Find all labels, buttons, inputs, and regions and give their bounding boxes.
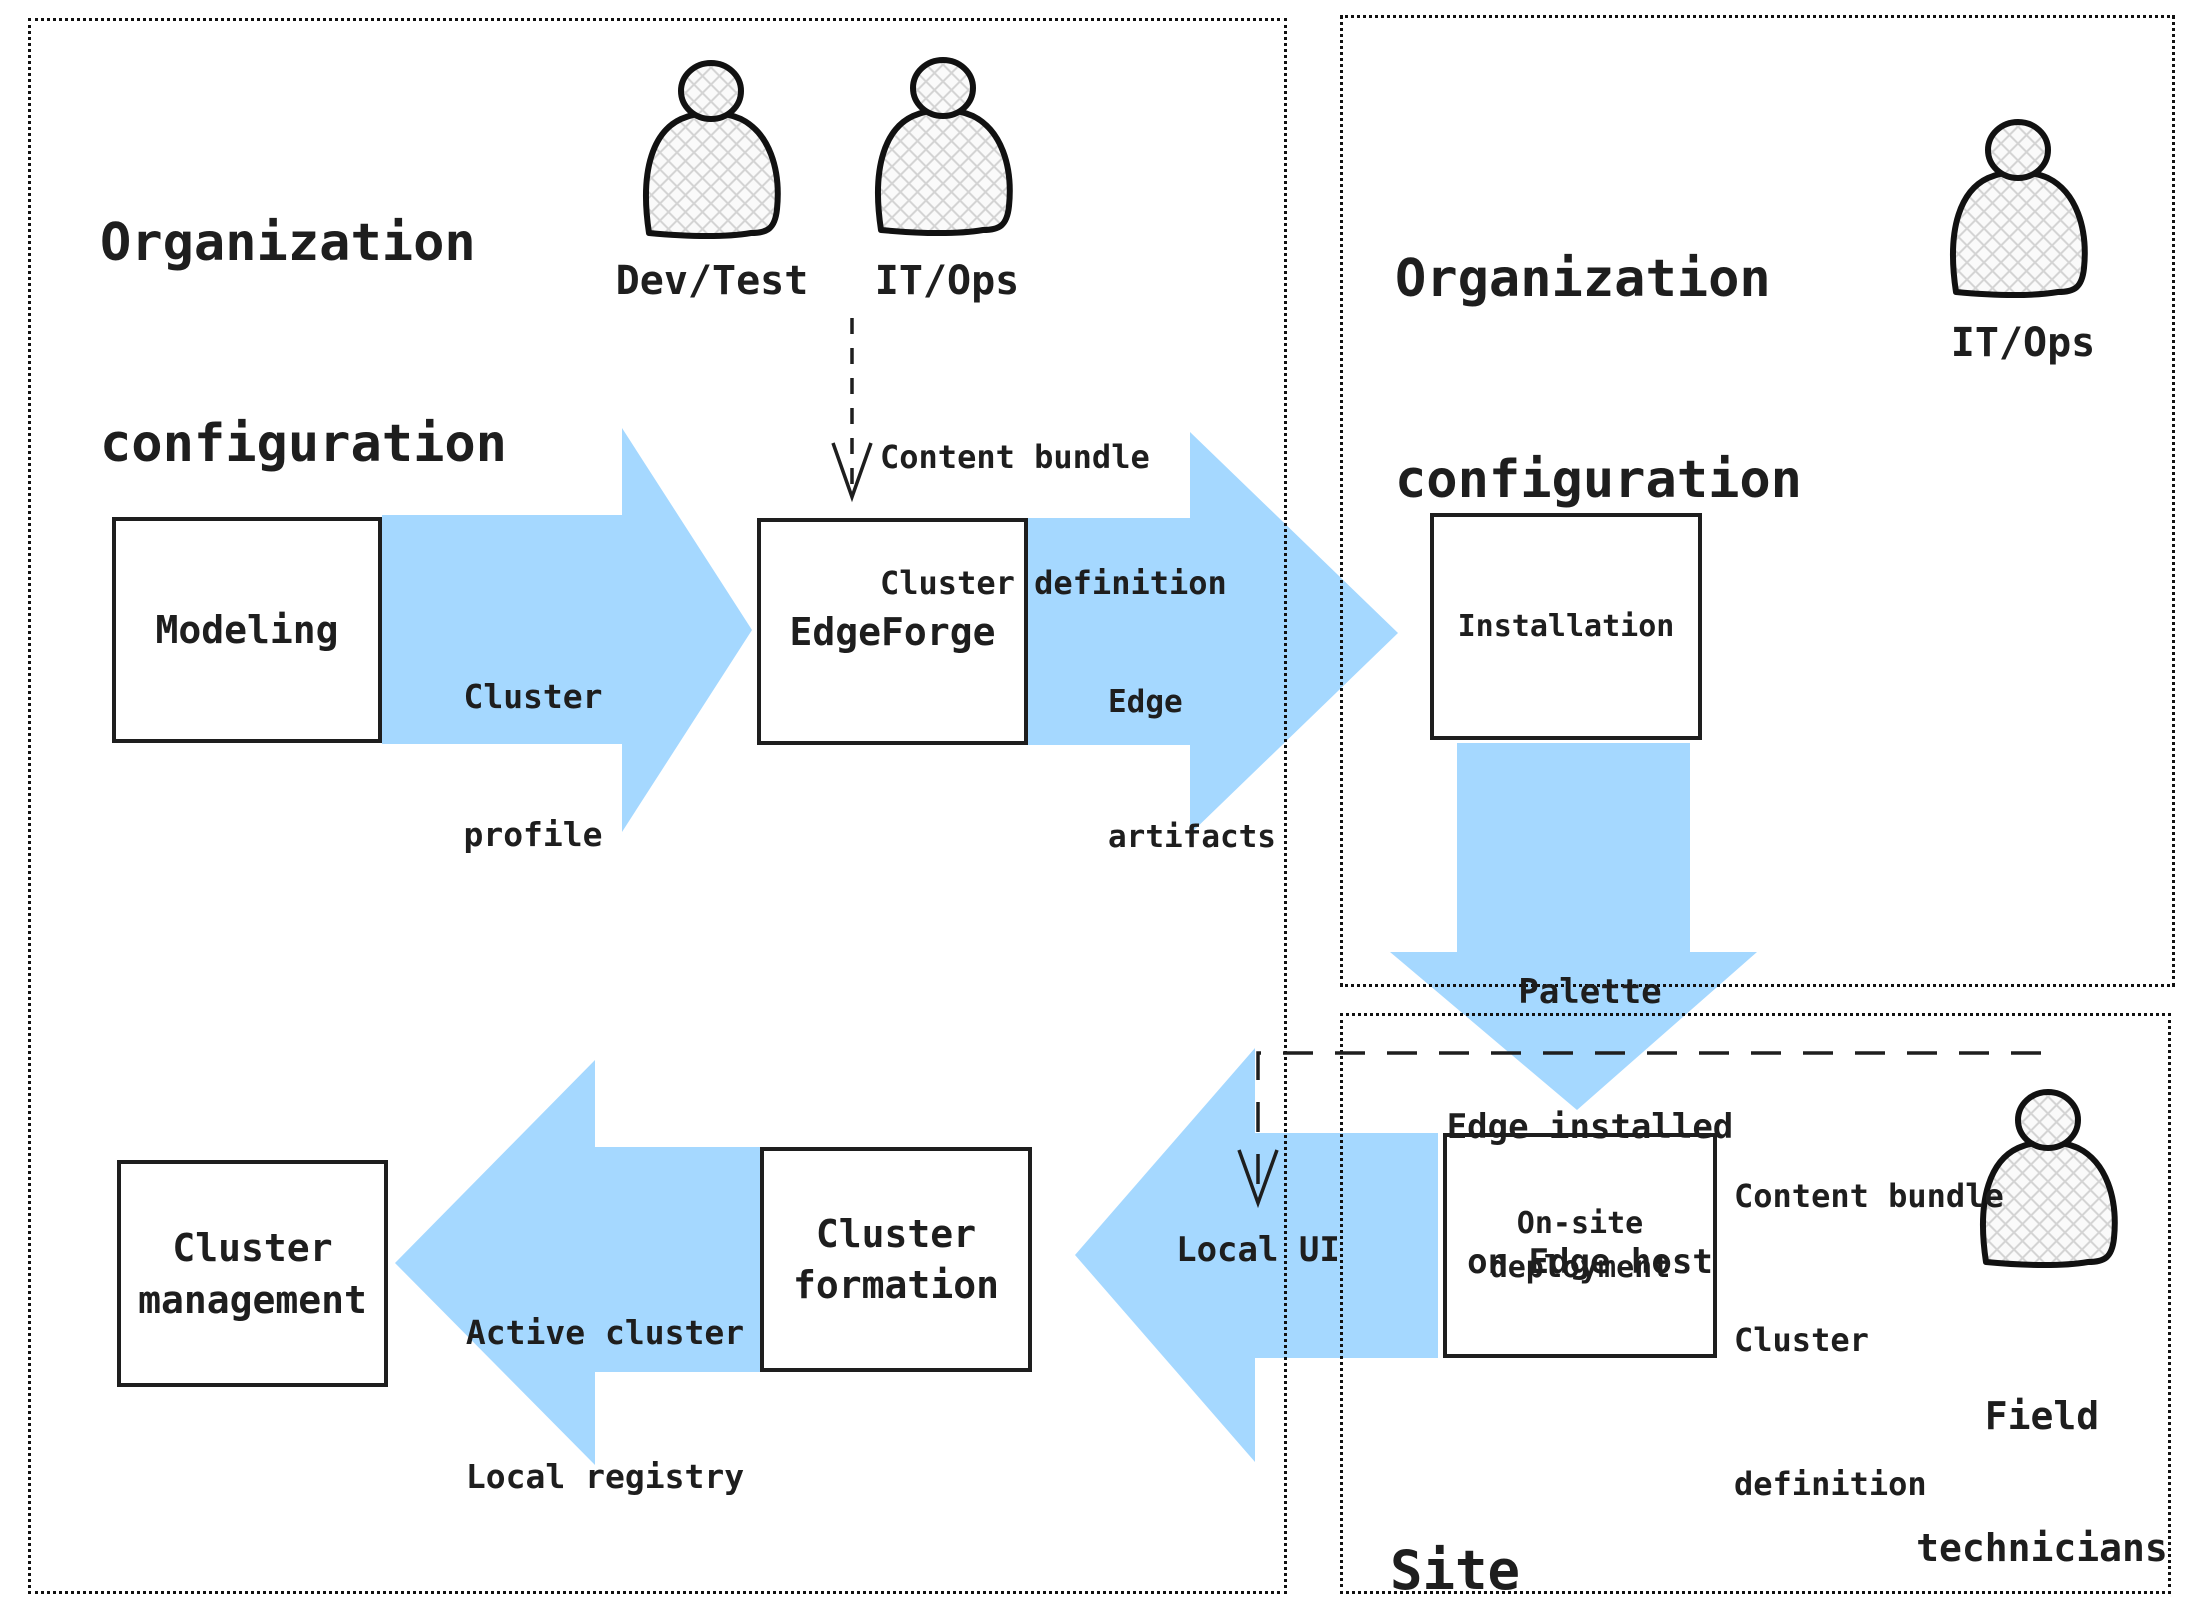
edgeforge-label: EdgeForge <box>789 609 996 654</box>
edge-artifacts-line2: artifacts <box>1108 819 1276 855</box>
installation-node: Installation <box>1430 513 1702 740</box>
org-left-title-line2: configuration <box>100 414 507 474</box>
onsite-label-line1: On-site <box>1516 1205 1644 1241</box>
palette-install-line3: on Edge host <box>1467 1242 1713 1282</box>
field-technicians-label-line1: Field <box>1984 1394 2100 1438</box>
cluster-profile-line1: Cluster <box>463 677 603 716</box>
modeling-node: Modeling <box>112 517 382 743</box>
field-technicians-label-line2: technicians <box>1916 1526 2168 1570</box>
org-left-title-line1: Organization <box>100 213 476 273</box>
installation-label: Installation <box>1457 609 1675 644</box>
it-ops-right-label: IT/Ops <box>1950 320 2096 366</box>
org-right-title: Organization configuration <box>1395 112 1802 648</box>
site-title: Site Configuration <box>1390 1406 1813 1619</box>
it-ops-label: IT/Ops <box>874 258 1020 304</box>
onsite-label-line2: deployment <box>1489 1249 1671 1285</box>
cluster-management-label-line2: management <box>138 1277 367 1322</box>
cluster-profile-line2: profile <box>463 815 603 854</box>
content-bundle-site-line2: Cluster <box>1734 1321 1869 1359</box>
dev-test-label: Dev/Test <box>615 258 809 304</box>
org-left-title: Organization configuration <box>100 76 507 612</box>
modeling-label: Modeling <box>155 608 339 652</box>
active-cluster-label: Active cluster Local registry <box>405 1213 805 1597</box>
cluster-management-label-line1: Cluster <box>172 1225 333 1270</box>
org-right-title-line1: Organization <box>1395 249 1771 309</box>
cluster-management-node: Cluster management <box>117 1160 388 1387</box>
org-right-title-line2: configuration <box>1395 450 1802 510</box>
content-bundle-top-line1: Content bundle <box>880 438 1150 476</box>
site-title-line1: Site <box>1390 1539 1521 1602</box>
content-bundle-top-line2: Cluster definition <box>880 564 1227 602</box>
cluster-formation-label-line1: Cluster <box>815 1211 977 1256</box>
content-bundle-site-label: Content bundle Cluster definition <box>1734 1076 2004 1604</box>
cluster-profile-label: Cluster profile <box>333 582 733 950</box>
cluster-formation-label-line2: formation <box>793 1262 999 1307</box>
cluster-formation-node: Cluster formation <box>760 1147 1032 1372</box>
active-cluster-line1: Active cluster <box>465 1313 745 1352</box>
content-bundle-site-line3: definition <box>1734 1465 1927 1503</box>
local-ui-label: Local UI <box>1176 1230 1340 1270</box>
field-technicians-label: Field technicians <box>1842 1306 2196 1619</box>
active-cluster-line2: Local registry <box>465 1457 745 1496</box>
content-bundle-site-line1: Content bundle <box>1734 1177 2004 1215</box>
edgeforge-node: EdgeForge <box>757 518 1028 745</box>
content-bundle-top-label: Content bundle Cluster definition <box>880 352 1227 688</box>
palette-install-line1: Palette <box>1518 972 1662 1012</box>
